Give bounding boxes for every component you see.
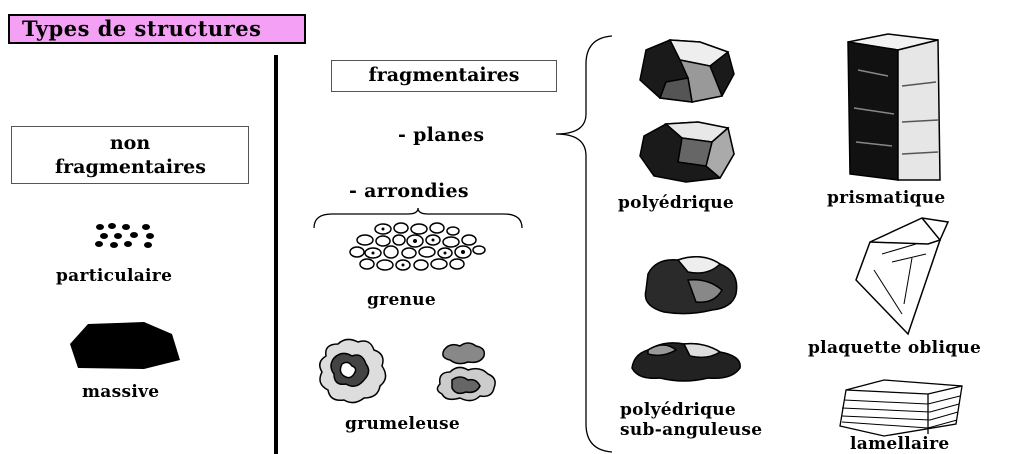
grumeleuse-label: grumeleuse xyxy=(345,414,460,434)
lamellar-layers-icon xyxy=(838,378,968,438)
subangular-label-line1: polyédrique xyxy=(620,400,736,420)
planes-label: - planes xyxy=(398,124,484,146)
fragmentaires-heading: fragmentaires xyxy=(369,64,520,86)
subangular-blocks-icon xyxy=(628,250,746,396)
planes-brace xyxy=(548,34,618,454)
lamellaire-label: lamellaire xyxy=(850,434,949,454)
particulaire-label: particulaire xyxy=(56,266,172,286)
polyedrique-label: polyédrique xyxy=(618,193,734,213)
page-title: Types de structures xyxy=(8,14,306,44)
vertical-divider xyxy=(274,55,278,454)
arrondies-label: - arrondies xyxy=(349,180,469,202)
fragmentaires-box: fragmentaires xyxy=(331,60,557,92)
grenue-grains-icon xyxy=(349,222,487,274)
non-fragmentaires-heading: non fragmentaires xyxy=(55,131,205,179)
non-fragmentaires-box: non fragmentaires xyxy=(11,126,249,184)
particulate-dots-icon xyxy=(94,222,160,252)
massive-label: massive xyxy=(82,382,159,402)
oblique-plate-icon xyxy=(852,214,952,336)
grumeleuse-crumbs-icon xyxy=(312,336,502,408)
massive-block-icon xyxy=(70,322,182,370)
plaquette-oblique-label: plaquette oblique xyxy=(808,338,981,358)
prismatique-label: prismatique xyxy=(827,188,946,208)
grenue-label: grenue xyxy=(367,290,436,310)
subangular-label-line2: sub-anguleuse xyxy=(620,420,762,440)
prismatique-column-icon xyxy=(828,30,954,184)
polyedrique-blocks-icon xyxy=(636,38,742,188)
